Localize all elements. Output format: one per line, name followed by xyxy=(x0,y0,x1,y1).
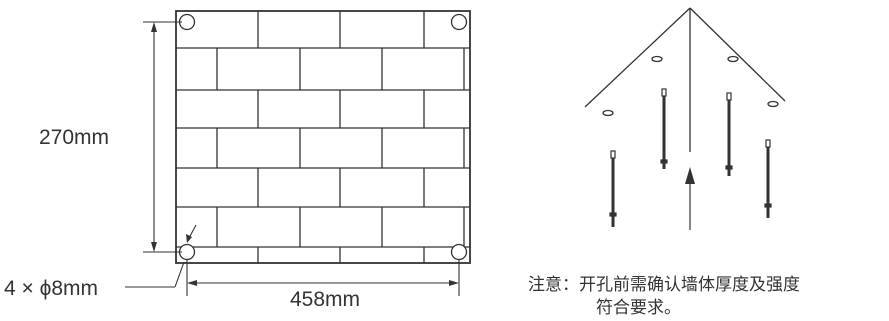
brick-wall-panel xyxy=(175,10,471,264)
drill-hole xyxy=(602,109,614,117)
mounting-hole-bottom-right xyxy=(450,243,468,261)
height-dimension xyxy=(143,21,182,253)
hole-leader xyxy=(125,224,197,288)
note-line-2: 符合要求。 xyxy=(596,298,681,318)
drill-hole xyxy=(651,55,663,63)
height-label: 270mm xyxy=(39,126,109,149)
drill-hole xyxy=(727,55,739,63)
note-line-1: 注意：开孔前需确认墙体厚度及强度 xyxy=(528,275,800,295)
anchor-bolt xyxy=(764,139,772,218)
roof-right-slope xyxy=(689,7,786,102)
hole-spec-label: 4 × ϕ8mm xyxy=(4,277,98,300)
roof-left-slope xyxy=(584,7,691,108)
anchor-bolt xyxy=(660,88,668,169)
mounting-holes xyxy=(178,13,468,261)
upward-arrow xyxy=(685,167,695,230)
width-label: 458mm xyxy=(290,288,360,311)
anchor-bolts xyxy=(609,88,772,227)
anchor-illustration xyxy=(584,7,786,152)
anchor-bolt xyxy=(609,150,617,227)
anchor-bolt xyxy=(725,92,733,176)
drill-hole xyxy=(767,100,779,108)
mounting-hole-top-right xyxy=(450,13,468,31)
width-dimension xyxy=(186,260,460,296)
